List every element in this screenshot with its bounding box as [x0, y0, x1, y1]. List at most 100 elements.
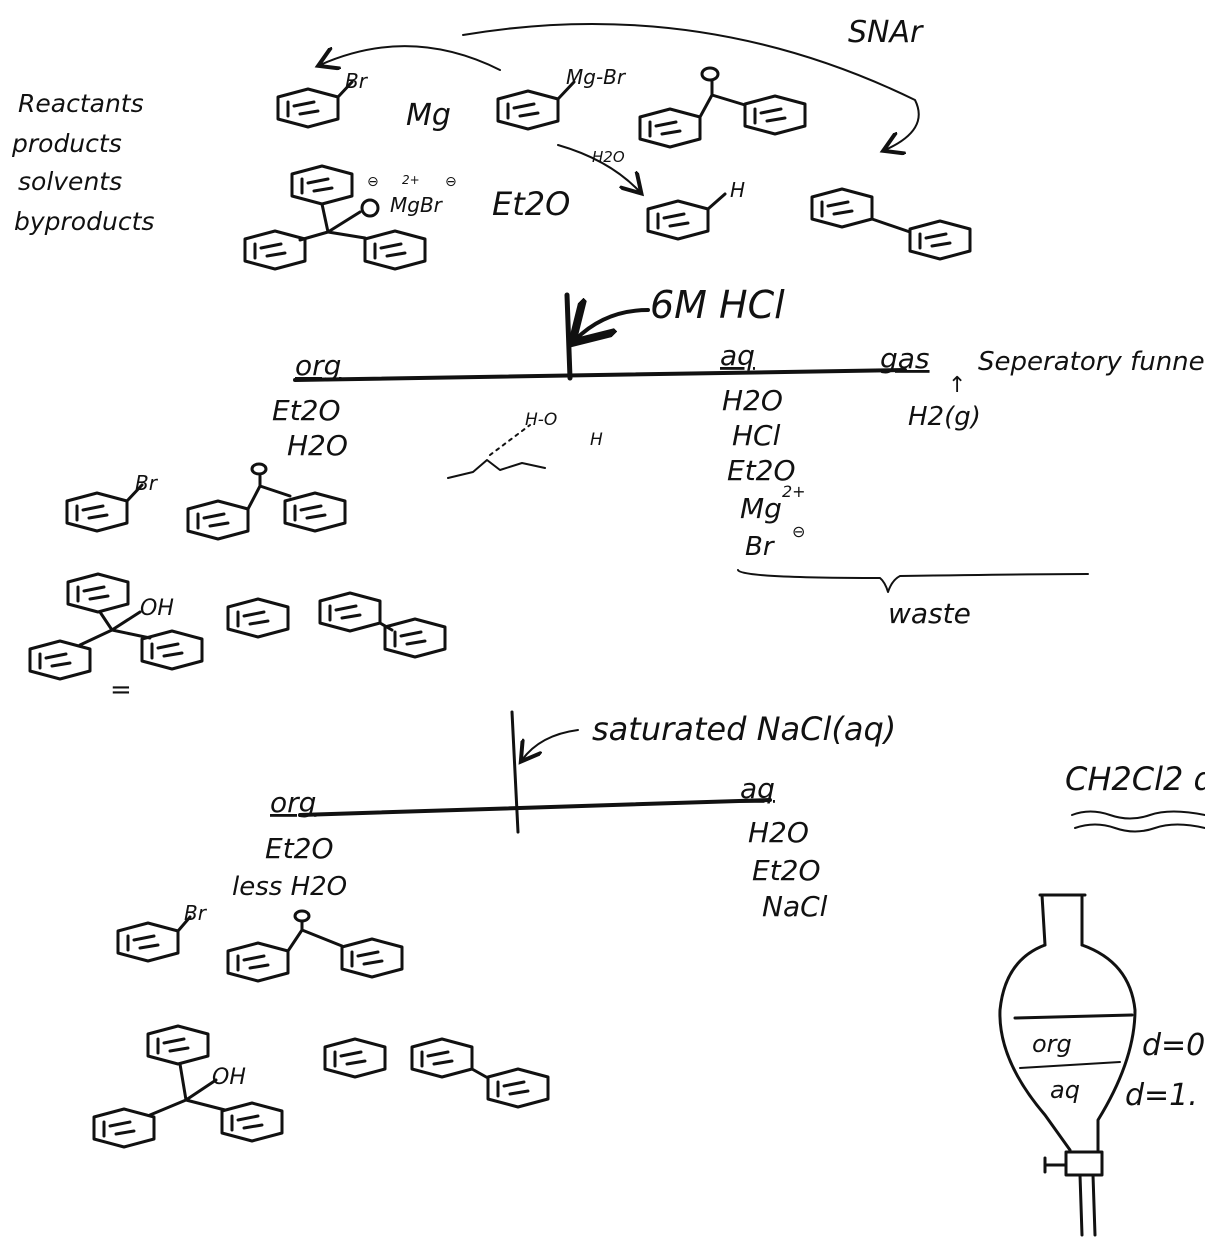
- legend-products: products: [11, 129, 122, 158]
- aq-br-charge: ⊖: [792, 522, 805, 541]
- aq2-item-water: H2O: [748, 816, 809, 849]
- org1-alcohol-top-ring: [66, 572, 130, 614]
- bromo-label: Br: [345, 69, 369, 93]
- org2-alcohol-top-ring: [146, 1024, 210, 1066]
- funnel-aq-label: aq: [1050, 1076, 1080, 1104]
- biphenyl-ring-right: [908, 219, 972, 261]
- separatory-funnel: org aq d=0 d=1.: [998, 893, 1205, 1237]
- gas-item-hydrogen: H2(g): [908, 402, 981, 432]
- benzene-ring: [646, 199, 710, 241]
- reactant-row: Br Mg Mg-Br: [276, 65, 807, 149]
- hbond-label: H-O: [525, 410, 557, 430]
- org-item-water: H2O: [287, 429, 348, 462]
- magnesium-label: Mg: [406, 98, 451, 133]
- water-label: H2O: [592, 148, 625, 166]
- alkoxide-top-ring: [290, 164, 354, 206]
- aq-item-bromide: Br: [745, 532, 776, 562]
- org2-item-ether: Et2O: [265, 832, 334, 865]
- org2-ketone-right-ring: [340, 937, 404, 979]
- aq-item-water: H2O: [722, 384, 783, 417]
- hbond-hydrogen: H: [590, 430, 603, 450]
- org-phase-header: org: [295, 349, 341, 382]
- org2-benzene-ring: [323, 1037, 387, 1079]
- org1-ketone-right-ring: [283, 491, 347, 533]
- aq2-item-nacl: NaCl: [762, 890, 828, 923]
- aq-item-ether: Et2O: [727, 454, 796, 487]
- waste-brace: [737, 569, 1089, 593]
- gas-arrow-up: ↑: [948, 373, 966, 398]
- grignard-label: Mg-Br: [566, 65, 627, 89]
- carbonyl-oxygen: [700, 66, 720, 82]
- org2-alcohol-label: OH: [212, 1065, 246, 1090]
- snar-arrow: SNAr: [320, 15, 924, 150]
- grignard-ring: [496, 89, 560, 131]
- aq2-phase-header: aq: [740, 772, 775, 805]
- org1-alcohol-right-ring: [140, 629, 204, 671]
- org2-alcohol-right-ring: [220, 1101, 284, 1143]
- benzene-product: H: [646, 178, 745, 241]
- alkoxide-left-ring: [243, 229, 307, 271]
- waste-label: waste: [888, 597, 971, 630]
- extraction-1-baseline: [293, 368, 907, 382]
- funnel-org-label: org: [1032, 1030, 1072, 1058]
- biphenyl-ring-left: [810, 187, 874, 229]
- funnel-density-top: d=0: [1142, 1028, 1205, 1063]
- org1-equals-mark: =: [110, 675, 132, 705]
- extraction-1: 6M HCl org aq gas Seperatory funnel Et2O…: [28, 283, 1205, 705]
- extraction-1-divider: [564, 292, 573, 381]
- org2-phase-header: org: [270, 786, 316, 819]
- org2-alcohol-left-ring: [92, 1107, 156, 1149]
- legend-solvents: solvents: [18, 167, 122, 196]
- extraction-2-baseline: [298, 798, 772, 817]
- aq-phase-header: aq: [720, 339, 755, 372]
- mg-charge: 2+: [402, 173, 420, 187]
- bromobenzene-ring: [276, 87, 340, 129]
- alkoxide-salt: ⊖ 2+ ⊖ MgBr: [243, 164, 457, 271]
- benzophenone-right-ring: [743, 94, 807, 136]
- org2-item-less-water: less H2O: [232, 872, 347, 902]
- aq-item-hcl: HCl: [732, 419, 781, 452]
- extraction-2: saturated NaCl(aq) org aq Et2O less H2O …: [92, 710, 896, 1149]
- gas-phase-header: gas: [880, 342, 930, 375]
- snar-label: SNAr: [848, 15, 924, 50]
- funnel-density-bottom: d=1.: [1125, 1078, 1198, 1113]
- ether-solvent-label: Et2O: [492, 185, 570, 223]
- org1-bromo-label: Br: [135, 471, 159, 495]
- funnel-note: Seperatory funnel: [978, 347, 1205, 377]
- org2-biphenyl-right-ring: [486, 1067, 550, 1109]
- legend-byproducts: byproducts: [14, 207, 154, 236]
- nacl-reagent-label: saturated NaCl(aq): [592, 710, 896, 748]
- aq-item-magnesium: Mg: [740, 492, 782, 525]
- org1-biphenyl-left-ring: [318, 591, 382, 633]
- dcm-label: CH2Cl2 d: [1065, 760, 1205, 798]
- oxide-charge: ⊖: [367, 174, 379, 190]
- mgbr-label: MgBr: [390, 193, 444, 217]
- org1-ketone-left-ring: [186, 499, 250, 541]
- bromide-charge: ⊖: [445, 174, 457, 190]
- legend-reactants: Reactants: [18, 89, 144, 118]
- org1-bromobenzene-ring: [65, 491, 129, 533]
- org-item-ether: Et2O: [272, 394, 341, 427]
- hydrogen-label: H: [730, 178, 745, 202]
- hcl-reagent-label: 6M HCl: [650, 283, 785, 327]
- dcm-note: CH2Cl2 d: [1065, 760, 1205, 833]
- alkoxide-right-ring: [363, 229, 427, 271]
- org2-biphenyl-left-ring: [410, 1037, 474, 1079]
- org1-alcohol-left-ring: [28, 639, 92, 681]
- legend-list: Reactants products solvents byproducts: [11, 89, 154, 236]
- water-quench-arrow: H2O: [557, 144, 640, 192]
- aq-mg-charge: 2+: [782, 482, 806, 501]
- aq2-item-ether: Et2O: [752, 854, 821, 887]
- biphenyl-byproduct: [810, 187, 972, 261]
- org1-biphenyl-right-ring: [383, 617, 447, 659]
- benzophenone-left-ring: [638, 107, 702, 149]
- org2-bromobenzene-ring: [116, 921, 180, 963]
- extraction-2-divider: [510, 710, 520, 834]
- org2-ketone-left-ring: [226, 941, 290, 983]
- ether-hbond-sketch: H-O H: [447, 410, 603, 479]
- org1-benzene-ring: [226, 597, 290, 639]
- org2-bromo-label: Br: [184, 901, 208, 925]
- org1-alcohol-label: OH: [140, 596, 174, 621]
